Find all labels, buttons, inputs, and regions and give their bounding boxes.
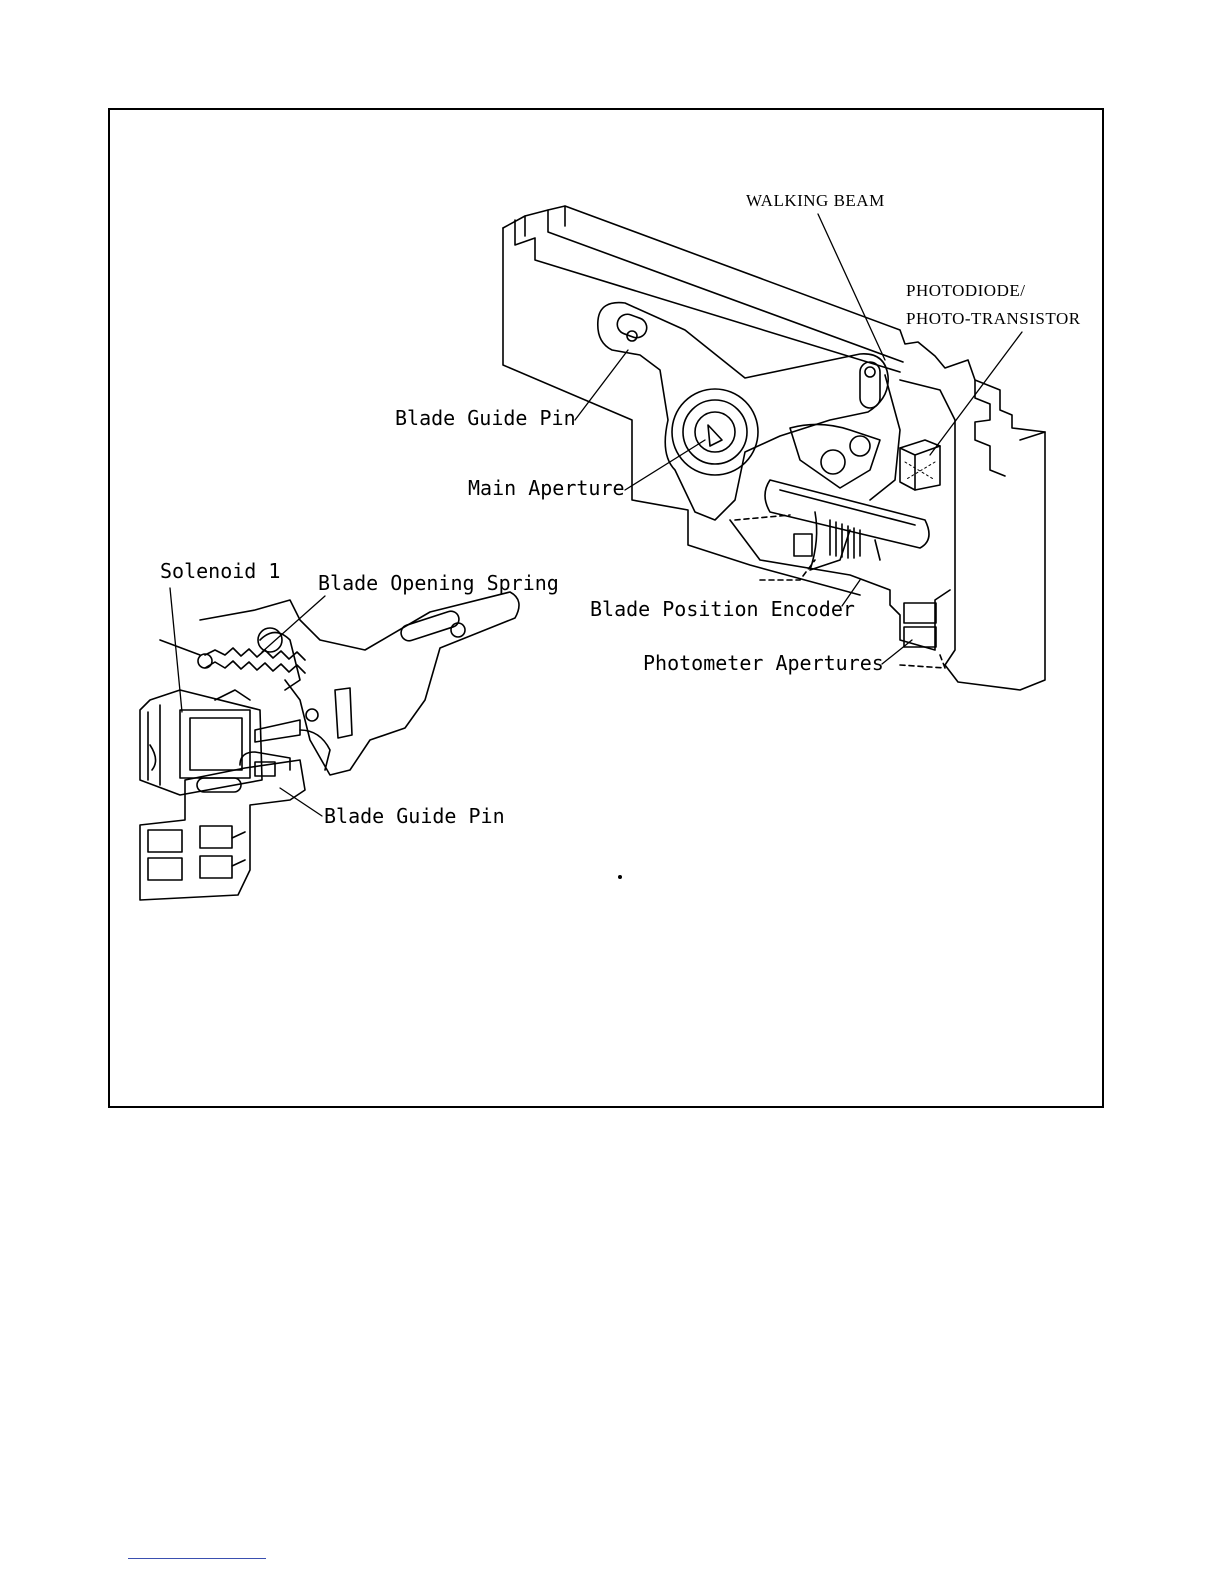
upper-lower-blade [730, 515, 950, 668]
label-blade-opening-spring: Blade Opening Spring [318, 573, 559, 593]
label-photometer-apertures: Photometer Apertures [643, 653, 884, 673]
label-blade-guide-pin-top: Blade Guide Pin [395, 408, 576, 428]
photodiode-block [900, 440, 940, 490]
upper-blade [598, 303, 888, 520]
label-walking-beam: WALKING BEAM [746, 192, 885, 209]
walking-beam [790, 375, 900, 500]
lower-blade-plate [140, 752, 305, 900]
label-photodiode-line1: PHOTODIODE/ [906, 282, 1025, 299]
leader-lines [170, 214, 1022, 816]
label-photodiode-line2: PHOTO-TRANSISTOR [906, 310, 1081, 327]
footer-rule [128, 1558, 266, 1559]
label-blade-position-encoder: Blade Position Encoder [590, 599, 855, 619]
encoder-bar [765, 480, 929, 570]
blade-opening-spring [198, 648, 305, 673]
label-solenoid: Solenoid 1 [160, 561, 280, 581]
stray-dot [618, 875, 622, 879]
label-main-aperture: Main Aperture [468, 478, 625, 498]
label-blade-guide-pin-bottom: Blade Guide Pin [324, 806, 505, 826]
lower-blade-arm [200, 592, 519, 775]
